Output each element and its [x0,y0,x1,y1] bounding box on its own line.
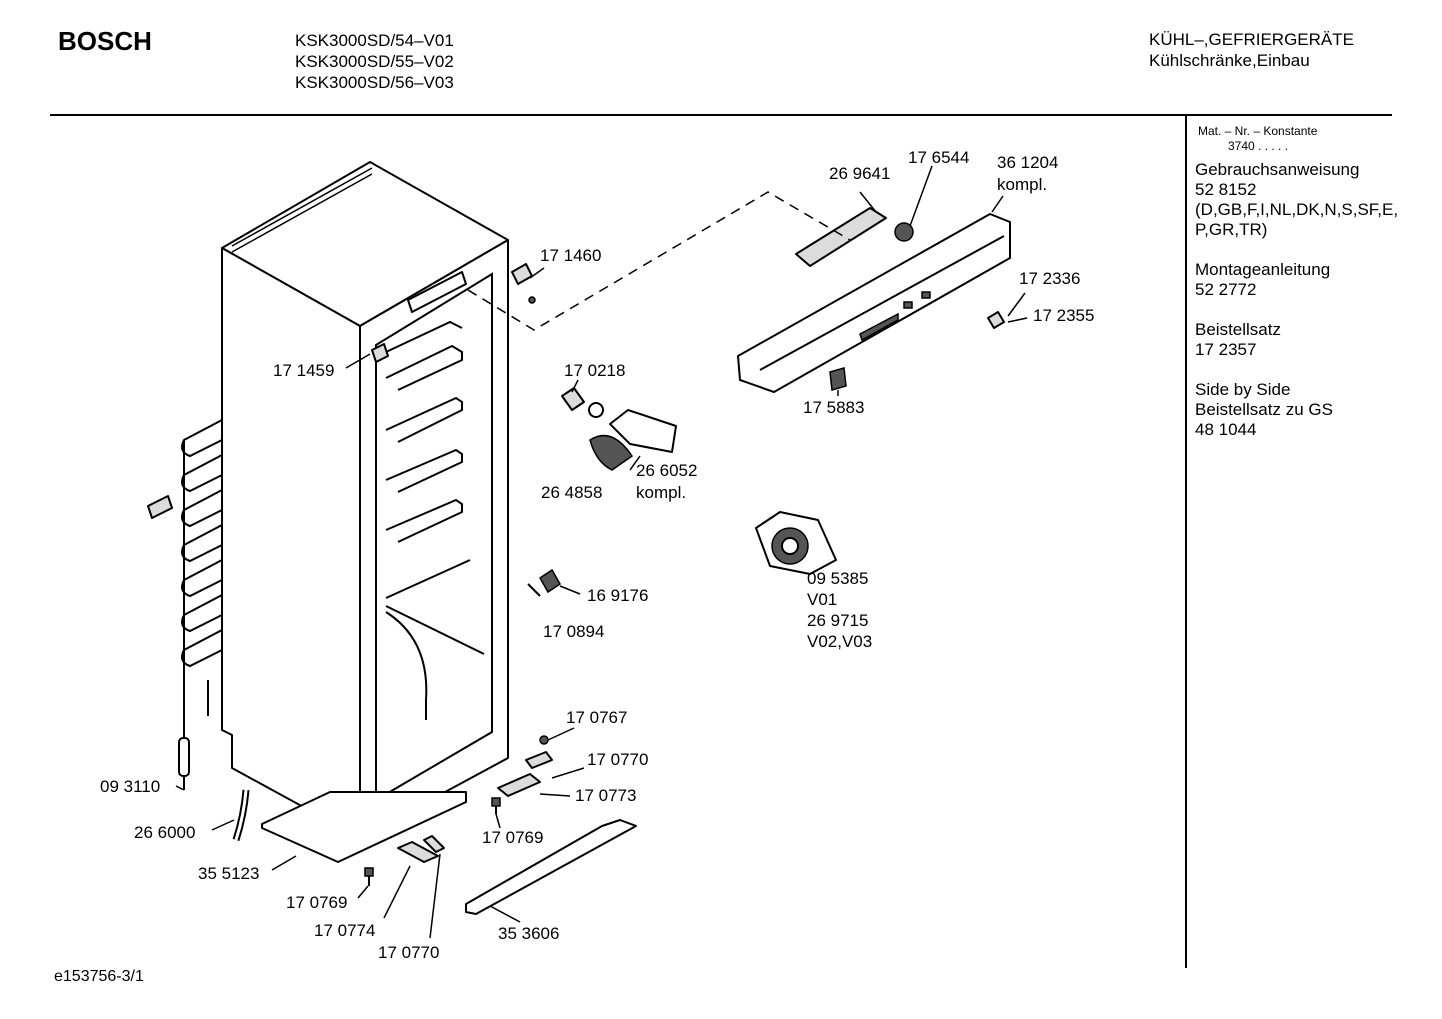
part-label: 17 2336 [1019,269,1081,288]
lamp-assembly [561,387,677,471]
condenser-coil [181,419,223,720]
part-label: 26 4858 [541,483,603,502]
category-line: Kühlschränke,Einbau [1149,51,1310,70]
sidebar-line: 52 2772 [1195,280,1257,299]
small-clip [987,311,1005,329]
brand-logo: BOSCH [58,26,152,56]
part-label: 26 6052 [636,461,698,480]
leader-lines [175,165,1028,939]
category-line: KÜHL–,GEFRIERGERÄTE [1149,30,1354,49]
sidebar: Mat. – Nr. – Konstante 3740 . . . . . Ge… [1195,124,1435,440]
clip [539,568,561,594]
sidebar-line: 48 1044 [1195,420,1257,439]
assembly-line [467,191,851,331]
switch [829,367,847,391]
sidebar-rule [1185,116,1187,968]
pin [527,583,541,597]
part-label: kompl. [636,483,687,502]
sidebar-block-mounting: Montageanleitung 52 2772 [1195,260,1435,300]
sidebar-line: 17 2357 [1195,340,1257,359]
circuit-board [795,207,887,267]
sidebar-block-side-by-side: Side by Side Beistellsatz zu GS 48 1044 [1195,380,1435,440]
sidebar-line: Beistellsatz [1195,320,1281,339]
model-line: KSK3000SD/54–V01 [295,31,454,50]
fan [755,511,837,575]
drain-hose-inner [234,789,248,841]
base-plate [261,791,467,863]
screw [491,797,501,814]
part-label: 17 1459 [273,361,335,380]
drawing-code: e153756-3/1 [54,968,144,985]
part-label: V01 [807,590,838,609]
part-label: 17 0769 [482,828,544,847]
part-label: 26 6000 [134,823,196,842]
part-label: 17 0767 [566,708,628,727]
hook-left [371,343,389,363]
sidebar-block-manual: Gebrauchsanweisung 52 8152 (D,GB,F,I,NL,… [1195,160,1435,240]
hinge-plate [497,773,541,797]
part-label: 17 5883 [803,398,865,417]
part-label: 17 6544 [908,148,970,167]
hinge-part [423,835,445,853]
part-label: 17 0774 [314,921,376,940]
model-line: KSK3000SD/56–V03 [295,73,454,92]
sidebar-line: Gebrauchsanweisung [1195,160,1360,179]
knob [894,222,914,242]
exploded-diagram [147,161,1028,939]
part-label: V02,V03 [807,632,873,651]
header-rule [50,114,1392,116]
part-label: 17 0894 [543,622,605,641]
part-label: 17 2355 [1033,306,1095,325]
part-label: 26 9641 [829,164,891,183]
part-label: 17 0773 [575,786,637,805]
part-label: 16 9176 [587,586,649,605]
const-value: 3740 . . . . . [1228,139,1289,153]
model-list: KSK3000SD/54–V01 KSK3000SD/55–V02 KSK300… [295,30,454,93]
part-label: 17 0218 [564,361,626,380]
part-label: 26 9715 [807,611,869,630]
part-label: 17 0770 [378,943,440,962]
sidebar-line: Montageanleitung [1195,260,1331,279]
hook [511,263,533,285]
sidebar-line: 52 8152 [1195,180,1257,199]
part-label: 09 3110 [100,777,161,796]
control-panel [737,213,1011,393]
category: KÜHL–,GEFRIERGERÄTE Kühlschränke,Einbau [1149,29,1354,71]
sidebar-line: Side by Side [1195,380,1291,399]
hinge-pin [525,751,553,769]
part-label: 17 0770 [587,750,649,769]
part-label: 36 1204 [997,153,1059,172]
cap [539,735,549,745]
plinth [465,819,637,915]
part-label: 35 5123 [198,864,260,883]
part-label: 17 0769 [286,893,348,912]
sidebar-line: P,GR,TR) [1195,220,1268,239]
screw [364,867,374,886]
sidebar-line: Beistellsatz zu GS [1195,400,1333,419]
plug [528,296,536,304]
model-line: KSK3000SD/55–V02 [295,52,454,71]
sidebar-block-kit: Beistellsatz 17 2357 [1195,320,1435,360]
part-label: kompl. [997,175,1048,194]
temperature-sensor [178,720,190,790]
hinge-part [397,841,439,863]
part-label: 09 5385 [807,569,869,588]
part-label: 35 3606 [498,924,560,943]
part-label: 17 1460 [540,246,602,265]
sidebar-line: (D,GB,F,I,NL,DK,N,S,SF,E, [1195,200,1399,219]
cabinet [221,161,509,839]
bracket-part [147,495,173,519]
const-label: Mat. – Nr. – Konstante [1198,124,1318,138]
